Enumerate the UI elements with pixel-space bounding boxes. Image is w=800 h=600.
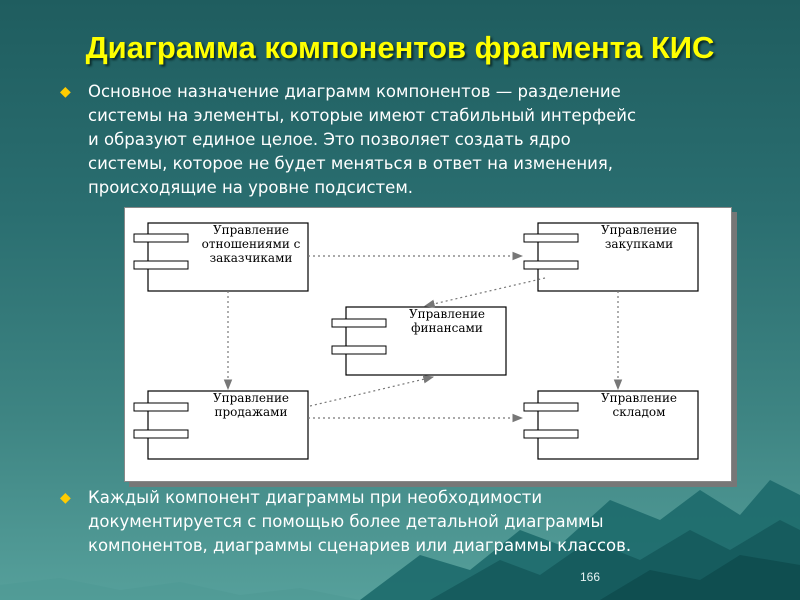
component-finance-label-1: Управление: [409, 307, 485, 321]
arrow-purchases-to-finance: [423, 277, 546, 308]
component-sales: Управление продажами: [133, 390, 309, 460]
bullet-2-line-3: компонентов, диаграммы сценариев или диа…: [88, 536, 632, 555]
component-customers-label-2: отношениями с: [202, 237, 301, 251]
component-warehouse-label-1: Управление: [601, 391, 677, 405]
component-diagram: Управление отношениями с заказчиками Упр…: [124, 207, 732, 482]
component-warehouse: Управление складом: [523, 390, 699, 460]
component-warehouse-label-2: складом: [613, 405, 666, 419]
component-sales-label-1: Управление: [213, 391, 289, 405]
slide-title: Диаграмма компонентов фрагмента КИС: [85, 30, 715, 65]
component-purchases: Управление закупками: [523, 222, 699, 292]
background-mountains: [0, 480, 800, 600]
component-finance: Управление финансами: [331, 306, 507, 376]
bullet-2-line-1: Каждый компонент диаграммы при необходим…: [88, 488, 543, 507]
bullet-2-line-2: документируется с помощью более детально…: [88, 512, 604, 531]
bullet-1-line-2: системы на элементы, которые имеют стаби…: [88, 106, 637, 125]
bullet-text-2: Каждый компонент диаграммы при необходим…: [88, 486, 768, 558]
bullet-text-1: Основное назначение диаграмм компонентов…: [88, 80, 768, 200]
bullet-diamond-icon: ◆: [60, 84, 71, 100]
component-finance-label-2: финансами: [411, 321, 483, 335]
bullet-1-line-1: Основное назначение диаграмм компонентов…: [88, 82, 621, 101]
component-customers-label-3: заказчиками: [210, 251, 293, 265]
component-customers: Управление отношениями с заказчиками: [133, 222, 309, 292]
page-number: 166: [580, 570, 601, 584]
component-purchases-label-2: закупками: [605, 237, 673, 251]
component-customers-label-1: Управление: [213, 223, 289, 237]
bullet-1-line-5: происходящие на уровне подсистем.: [88, 178, 414, 197]
component-sales-label-2: продажами: [215, 405, 288, 419]
arrow-sales-to-finance: [309, 375, 435, 407]
bullet-1-line-3: и образуют единое целое. Это позволяет с…: [88, 130, 571, 149]
bullet-diamond-icon: ◆: [60, 490, 71, 506]
dependency-arrows: [223, 251, 623, 423]
component-purchases-label-1: Управление: [601, 223, 677, 237]
bullet-1-line-4: системы, которое не будет меняться в отв…: [88, 154, 614, 173]
